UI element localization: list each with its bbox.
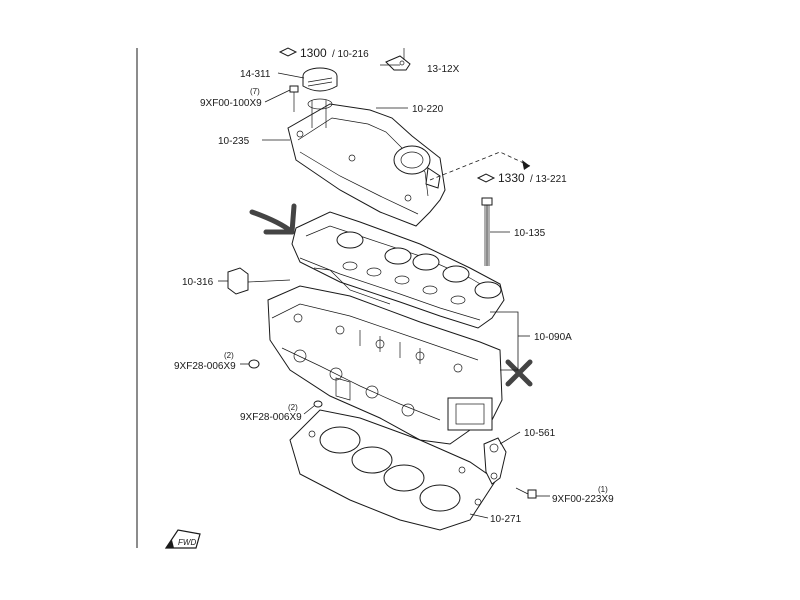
label-pin-qty-2: (2) — [288, 403, 298, 412]
valve-cover — [287, 100, 446, 227]
camshaft-carrier — [291, 211, 505, 329]
head-gasket — [289, 409, 497, 531]
dowel-pin-2 — [313, 400, 323, 408]
label-small-bolt: 9XF00-223X9 — [552, 494, 614, 505]
hand-drawn-arrow — [249, 203, 297, 235]
dowel-pin-1 — [248, 359, 260, 369]
label-cap: 14-311 — [240, 69, 271, 80]
callout-1330: 1330 / 13-221 — [476, 171, 567, 185]
label-1330-sub: / 13-221 — [530, 174, 567, 185]
label-long-bolt: 10-135 — [514, 228, 546, 239]
fwd-label: FWD — [178, 538, 196, 547]
label-1300: 1300 — [300, 46, 327, 60]
label-bolt-qty: (7) — [250, 87, 260, 96]
label-cover: 10-220 — [412, 104, 444, 115]
bracket — [385, 48, 411, 71]
callout-1300: 1300 / 10-216 — [278, 46, 369, 60]
ref-arrow-1330 — [522, 160, 530, 170]
label-pin-qty-1: (2) — [224, 351, 234, 360]
plug — [227, 267, 291, 295]
engine-hook — [483, 437, 507, 485]
label-bracket: 13-12X — [427, 64, 460, 75]
hook-bolt — [515, 487, 537, 499]
label-hook: 10-561 — [524, 428, 556, 439]
hand-drawn-x — [505, 359, 533, 387]
label-pin-1: 9XF28-006X9 — [174, 361, 236, 372]
label-bolt: 9XF00-100X9 — [200, 98, 262, 109]
label-pin-2: 9XF28-006X9 — [240, 412, 302, 423]
cylinder-head — [267, 285, 503, 445]
label-head-gasket: 10-271 — [490, 514, 522, 525]
cover-bolt — [289, 85, 299, 112]
leader-lines — [218, 64, 550, 519]
label-1300-sub: / 10-216 — [332, 49, 369, 60]
label-small-bolt-qty: (1) — [598, 485, 608, 494]
label-gasket: 10-235 — [218, 136, 250, 147]
ref-marker-icon — [278, 47, 298, 57]
ref-marker-icon — [476, 173, 496, 183]
head-bolt — [481, 197, 493, 266]
label-1330: 1330 — [498, 171, 525, 185]
label-head: 10-090A — [534, 332, 572, 343]
label-plug: 10-316 — [182, 277, 214, 288]
fwd-marker: FWD — [164, 529, 201, 549]
oil-filler-cap — [302, 67, 338, 110]
